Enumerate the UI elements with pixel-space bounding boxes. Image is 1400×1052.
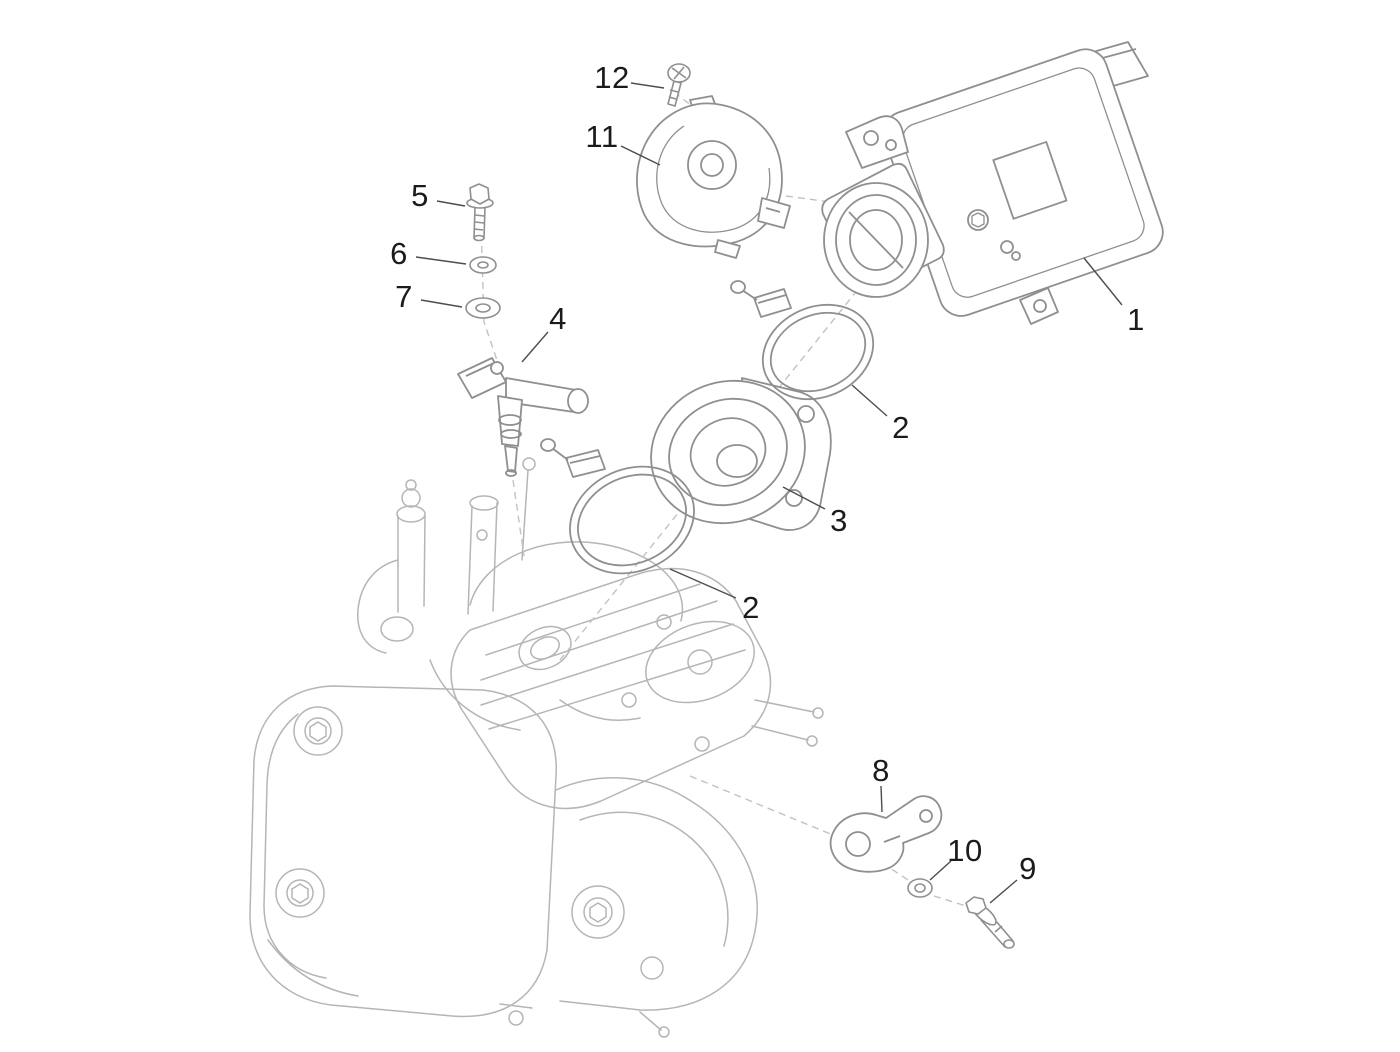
part-hose-clamp-upper <box>730 280 875 401</box>
part-washer-small <box>469 256 497 274</box>
leader-line-10 <box>929 860 952 881</box>
leader-line-2 <box>851 384 888 417</box>
part-throttle-cable-cover <box>636 95 791 259</box>
part-hose-clamp-lower <box>540 438 695 575</box>
callout-2-upper: 2 <box>892 410 910 445</box>
callout-2-lower: 2 <box>742 590 760 625</box>
leader-lines <box>415 82 1123 904</box>
engine-assembly-drawing <box>249 457 824 1038</box>
part-fuel-injector <box>457 357 589 477</box>
part-intake-manifold <box>650 377 832 531</box>
leader-line-5 <box>436 200 466 207</box>
part-cover-screw <box>667 63 691 107</box>
callout-3: 3 <box>830 503 848 538</box>
part-washer-lower <box>907 878 933 898</box>
leader-line-4 <box>521 331 549 363</box>
callout-9: 9 <box>1019 851 1037 886</box>
callout-7: 7 <box>395 279 413 314</box>
part-support-bracket <box>829 795 943 873</box>
leader-line-11 <box>620 145 661 166</box>
callout-1: 1 <box>1127 302 1145 337</box>
callout-10: 10 <box>947 833 983 868</box>
callout-12: 12 <box>594 60 630 95</box>
callout-5: 5 <box>411 178 429 213</box>
part-throttle-body <box>821 41 1164 325</box>
callout-11: 11 <box>585 119 619 154</box>
leader-line-8 <box>880 785 883 813</box>
leader-line-6 <box>415 256 467 265</box>
leader-line-2 <box>669 568 737 599</box>
leader-line-3 <box>782 486 826 510</box>
callout-4: 4 <box>549 301 567 336</box>
leader-line-1 <box>1083 257 1123 306</box>
part-washer-large <box>465 297 501 319</box>
callout-6: 6 <box>390 236 408 271</box>
leader-line-9 <box>989 879 1018 904</box>
callout-8: 8 <box>872 753 890 788</box>
part-flange-bolt-upper <box>466 183 494 242</box>
leader-line-12 <box>630 82 665 89</box>
part-flange-bolt-lower <box>965 896 1015 949</box>
leader-line-7 <box>420 299 463 308</box>
